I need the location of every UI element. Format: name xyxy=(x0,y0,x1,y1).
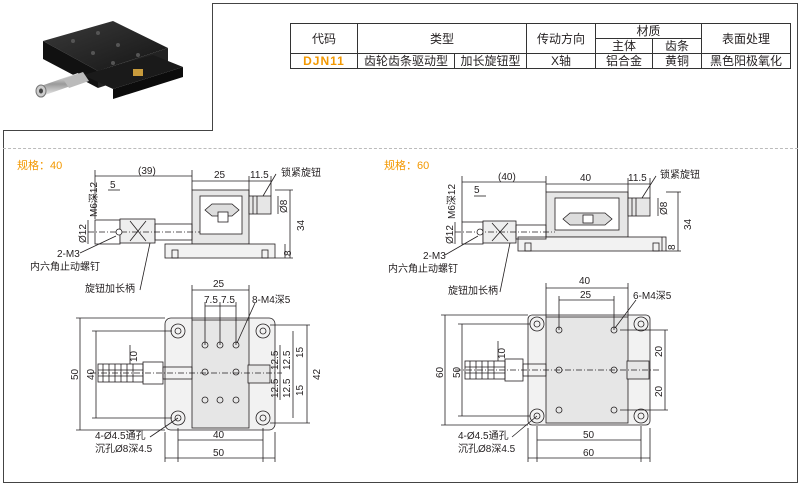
th-material: 材质 xyxy=(595,23,702,39)
d40-top-12_5a: 12.5 xyxy=(282,350,293,370)
d40-dia8: Ø8 xyxy=(279,199,290,213)
d40-top-12_5c: 12.5 xyxy=(270,350,281,370)
cell-type1: 齿轮齿条驱动型 xyxy=(356,53,456,69)
d40-lock-knob: 锁紧旋钮 xyxy=(281,166,321,179)
product-photo xyxy=(35,21,183,99)
d60-bot-50: 50 xyxy=(583,430,595,441)
d40-top-12_5d: 12.5 xyxy=(270,378,281,398)
d40-top-10: 10 xyxy=(129,350,140,362)
th-type: 类型 xyxy=(357,23,527,54)
d40-through-holes: 4-Ø4.5通孔 xyxy=(95,430,146,442)
size40-label: 规格：40 xyxy=(17,160,63,172)
d60-dim-34: 34 xyxy=(683,218,694,230)
d40-dim-39: (39) xyxy=(138,166,156,177)
d60-lock-knob: 锁紧旋钮 xyxy=(660,168,700,181)
cell-body: 铝合金 xyxy=(595,53,653,69)
top-view-40 xyxy=(76,285,310,462)
d60-dia12: Ø12 xyxy=(445,225,456,244)
d40-top-15a: 15 xyxy=(295,346,306,358)
d40-top-15b: 15 xyxy=(295,384,306,396)
d60-dim-5: 5 xyxy=(474,185,480,196)
d40-top-7_5a: 7.5 xyxy=(204,295,218,306)
d40-dim-11_5: 11.5 xyxy=(250,170,269,181)
d40-m3: 2-M3 xyxy=(57,249,80,260)
d40-dia12: Ø12 xyxy=(78,224,89,243)
d60-dim-40: 40 xyxy=(580,173,592,184)
d40-top-50: 50 xyxy=(70,368,81,380)
d40-dim-34: 34 xyxy=(296,219,307,231)
spec-table: 代码 类型 传动方向 材质 表面处理 主体 齿条 DJN11 齿轮齿条驱动型 加… xyxy=(290,23,791,69)
product-photo-box xyxy=(3,3,213,131)
d40-top-7_5b: 7.5 xyxy=(221,295,235,306)
d40-top-40: 40 xyxy=(86,368,97,380)
cell-drive: X轴 xyxy=(526,53,596,69)
d60-top-10: 10 xyxy=(497,347,508,359)
d60-dim-11_5: 11.5 xyxy=(628,173,647,184)
top-view-60 xyxy=(441,283,668,462)
side-view-60 xyxy=(444,175,681,293)
d60-top-40: 40 xyxy=(579,276,591,287)
d60-bot-60: 60 xyxy=(583,448,595,459)
d40-top-42: 42 xyxy=(312,368,323,380)
d60-top-20b: 20 xyxy=(654,385,665,397)
d40-counterbore: 沉孔Ø8深4.5 xyxy=(95,442,153,455)
size60-label: 规格：60 xyxy=(384,160,430,172)
th-drive: 传动方向 xyxy=(526,23,596,54)
d60-m4-holes: 6-M4深5 xyxy=(633,290,672,302)
th-material-body: 主体 xyxy=(595,38,653,54)
d40-bot-40: 40 xyxy=(213,430,225,441)
d60-m3: 2-M3 xyxy=(423,251,446,262)
d40-top-25: 25 xyxy=(213,279,225,290)
cell-type2: 加长旋钮型 xyxy=(454,53,527,69)
d40-dim-8: 8 xyxy=(283,250,294,256)
d40-dim-25: 25 xyxy=(214,170,226,181)
d40-m6: M6深12 xyxy=(88,182,100,217)
cell-surface: 黑色阳极氧化 xyxy=(701,53,791,69)
d40-top-12_5b: 12.5 xyxy=(282,378,293,398)
d60-top-60: 60 xyxy=(435,366,446,378)
d60-dim-40p: (40) xyxy=(498,172,516,183)
d40-dim-5: 5 xyxy=(110,180,116,191)
d40-m4-holes: 8-M4深5 xyxy=(252,294,291,306)
cell-code: DJN11 xyxy=(290,53,358,69)
cell-rack: 黄铜 xyxy=(652,53,702,69)
outer-frame xyxy=(3,3,798,483)
d60-top-50: 50 xyxy=(452,366,463,378)
th-material-rack: 齿条 xyxy=(652,38,702,54)
d60-dim-8: 8 xyxy=(667,244,678,250)
d60-setscrew: 内六角止动螺钉 xyxy=(388,262,458,275)
d40-setscrew: 内六角止动螺钉 xyxy=(30,260,100,273)
d60-top-25: 25 xyxy=(580,290,592,301)
d60-top-20a: 20 xyxy=(654,345,665,357)
section-separator xyxy=(3,148,798,149)
side-view-40 xyxy=(79,170,293,291)
d60-dia8: Ø8 xyxy=(659,201,670,215)
d40-bot-50: 50 xyxy=(213,448,225,459)
d60-m6: M6深12 xyxy=(446,184,458,219)
d60-knob-handle: 旋钮加长柄 xyxy=(448,284,498,297)
d40-knob-handle: 旋钮加长柄 xyxy=(85,282,135,295)
d60-through-holes: 4-Ø4.5通孔 xyxy=(458,430,509,442)
d60-counterbore: 沉孔Ø8深4.5 xyxy=(458,442,516,455)
